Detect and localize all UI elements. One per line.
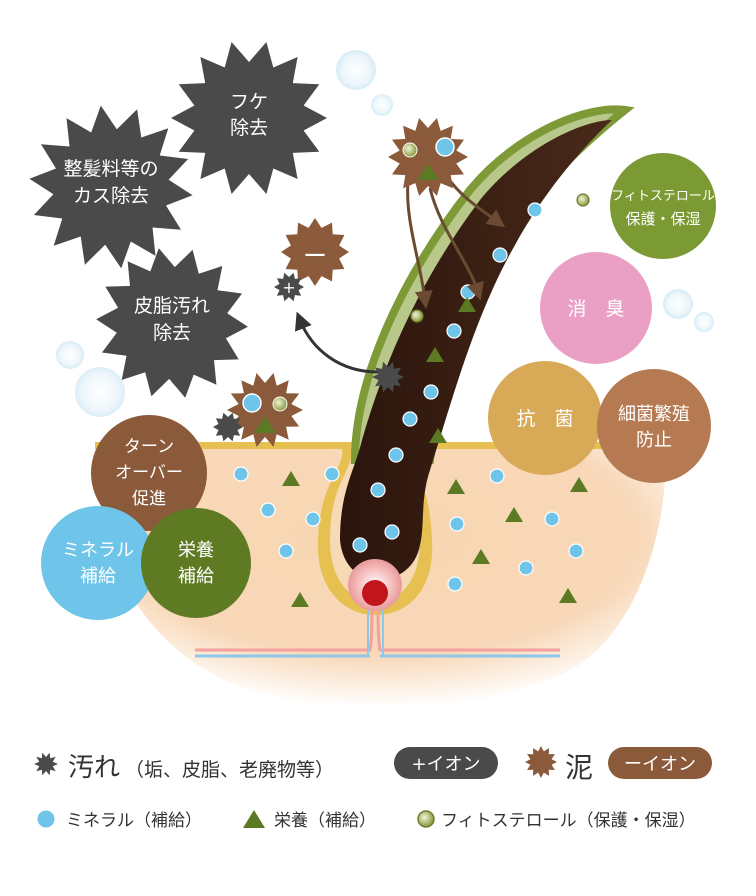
benefit-line: 補給 (80, 566, 116, 587)
mineral-legend-icon (36, 809, 56, 829)
dirt-legend-label: 汚れ (68, 753, 120, 783)
burst-line: 除去 (153, 322, 191, 344)
dermal-papilla (362, 580, 388, 606)
nutrient-particle (447, 479, 465, 494)
phytosterol-legend-icon (417, 810, 435, 828)
nutrient-particle (505, 507, 523, 522)
benefit-line: 補給 (178, 566, 214, 587)
benefit-line: 促進 (132, 489, 166, 509)
benefit-line: オーバー (115, 463, 183, 483)
mineral-particle (305, 511, 321, 527)
minus-sign: ー (303, 242, 327, 270)
burst-line: 整髪料等の (63, 158, 158, 180)
mud-legend-label: 泥 (565, 751, 593, 784)
mineral-particle (260, 502, 276, 518)
benefit-line: ミネラル (62, 540, 134, 561)
bubbles (56, 50, 714, 417)
mineral-particle (568, 543, 584, 559)
minus-ion-mud: ー (281, 218, 349, 286)
phytosterol-particles (410, 193, 590, 323)
phytosterol-particle (410, 309, 424, 323)
sebum-removal-burst: 皮脂汚れ 除去 (96, 248, 248, 398)
plus-ion-label: +イオン (411, 754, 480, 775)
benefit-line: 防止 (636, 430, 672, 451)
mineral-particle (446, 323, 462, 339)
nutrient-particle (429, 428, 447, 443)
legend: 汚れ （垢、皮脂、老廃物等） +イオン 泥 ーイオン ミネラル（補給） 栄養（補… (34, 746, 712, 831)
deodorize-benefit-circle: 消 臭 (540, 252, 652, 364)
plus-ion-dirt: + (274, 272, 304, 302)
minus-ion-pill (608, 747, 712, 779)
dirt-particle (213, 412, 243, 442)
benefit-line: 保護・保湿 (625, 210, 700, 228)
turnover-benefit-circle: ターン オーバー 促進 (91, 415, 207, 531)
mineral-particle (352, 537, 368, 553)
hair-shaft (340, 120, 612, 580)
mineral-particle (370, 482, 386, 498)
nutrition-benefit-circle: 栄養 補給 (141, 508, 251, 618)
phytosterol-benefit-circle: フィトステロール 保護・保湿 (610, 153, 716, 259)
burst-line: 皮脂汚れ (134, 295, 210, 317)
mineral-particle (423, 384, 439, 400)
styling-residue-removal-burst: 整髪料等の カス除去 (29, 105, 193, 269)
mineral-particle (233, 466, 249, 482)
dirt-legend-icon (34, 752, 58, 776)
nutrient-particle (282, 471, 300, 486)
mineral-particle (402, 411, 418, 427)
antibacterial-benefit-circle: 抗 菌 (488, 361, 602, 475)
mineral-particle (388, 447, 404, 463)
phytosterol-legend-label: フィトステロール（保護・保湿） (441, 811, 696, 831)
nutrient-particle (458, 297, 476, 312)
mineral-benefit-circle: ミネラル 補給 (41, 506, 155, 620)
dandruff-removal-burst: フケ 除去 (171, 42, 327, 194)
benefit-line: 栄養 (178, 540, 214, 561)
mineral-particle (278, 543, 294, 559)
nutrient-particle (426, 347, 444, 362)
nutrient-particle (559, 588, 577, 603)
mineral-particle (489, 468, 505, 484)
mineral-particle (460, 284, 476, 300)
dirt-particle (372, 361, 404, 393)
mineral-particle (492, 247, 508, 263)
mineral-legend-label: ミネラル（補給） (66, 811, 202, 831)
burst-line: フケ (230, 91, 268, 113)
burst-line: カス除去 (73, 185, 149, 207)
nutrient-legend-icon (243, 810, 265, 828)
dirt-removal-arrow (294, 311, 379, 374)
plus-ion-pill (394, 747, 498, 779)
plus-sign: + (282, 278, 295, 297)
mineral-particle (447, 576, 463, 592)
benefit-label: 消 臭 (567, 298, 624, 320)
mud-legend-icon (525, 746, 557, 778)
nutrient-legend-label: 栄養（補給） (274, 811, 376, 831)
mineral-particle (527, 202, 543, 218)
dirt-legend-examples: （垢、皮脂、老廃物等） (125, 759, 334, 781)
burst-line: 除去 (230, 117, 268, 139)
nutrient-particle (291, 592, 309, 607)
mineral-particle (324, 466, 340, 482)
mineral-particle (384, 524, 400, 540)
benefit-line: フィトステロール (611, 189, 715, 204)
mineral-particle (544, 511, 560, 527)
mineral-particle (449, 516, 465, 532)
bacteria-prevention-benefit-circle: 細菌繁殖 防止 (597, 369, 711, 483)
benefit-line: 細菌繁殖 (618, 403, 690, 425)
phytosterol-particle (576, 193, 590, 207)
mud-cluster-left (227, 373, 303, 447)
mud-cluster-top (388, 118, 468, 196)
mineral-particle (518, 560, 534, 576)
nutrient-particle (472, 549, 490, 564)
nutrient-particle (570, 477, 588, 492)
mineral-particles (233, 202, 584, 592)
benefit-label: 抗 菌 (516, 408, 573, 430)
benefit-line: ターン (124, 437, 174, 457)
minus-ion-label: ーイオン (624, 754, 696, 775)
